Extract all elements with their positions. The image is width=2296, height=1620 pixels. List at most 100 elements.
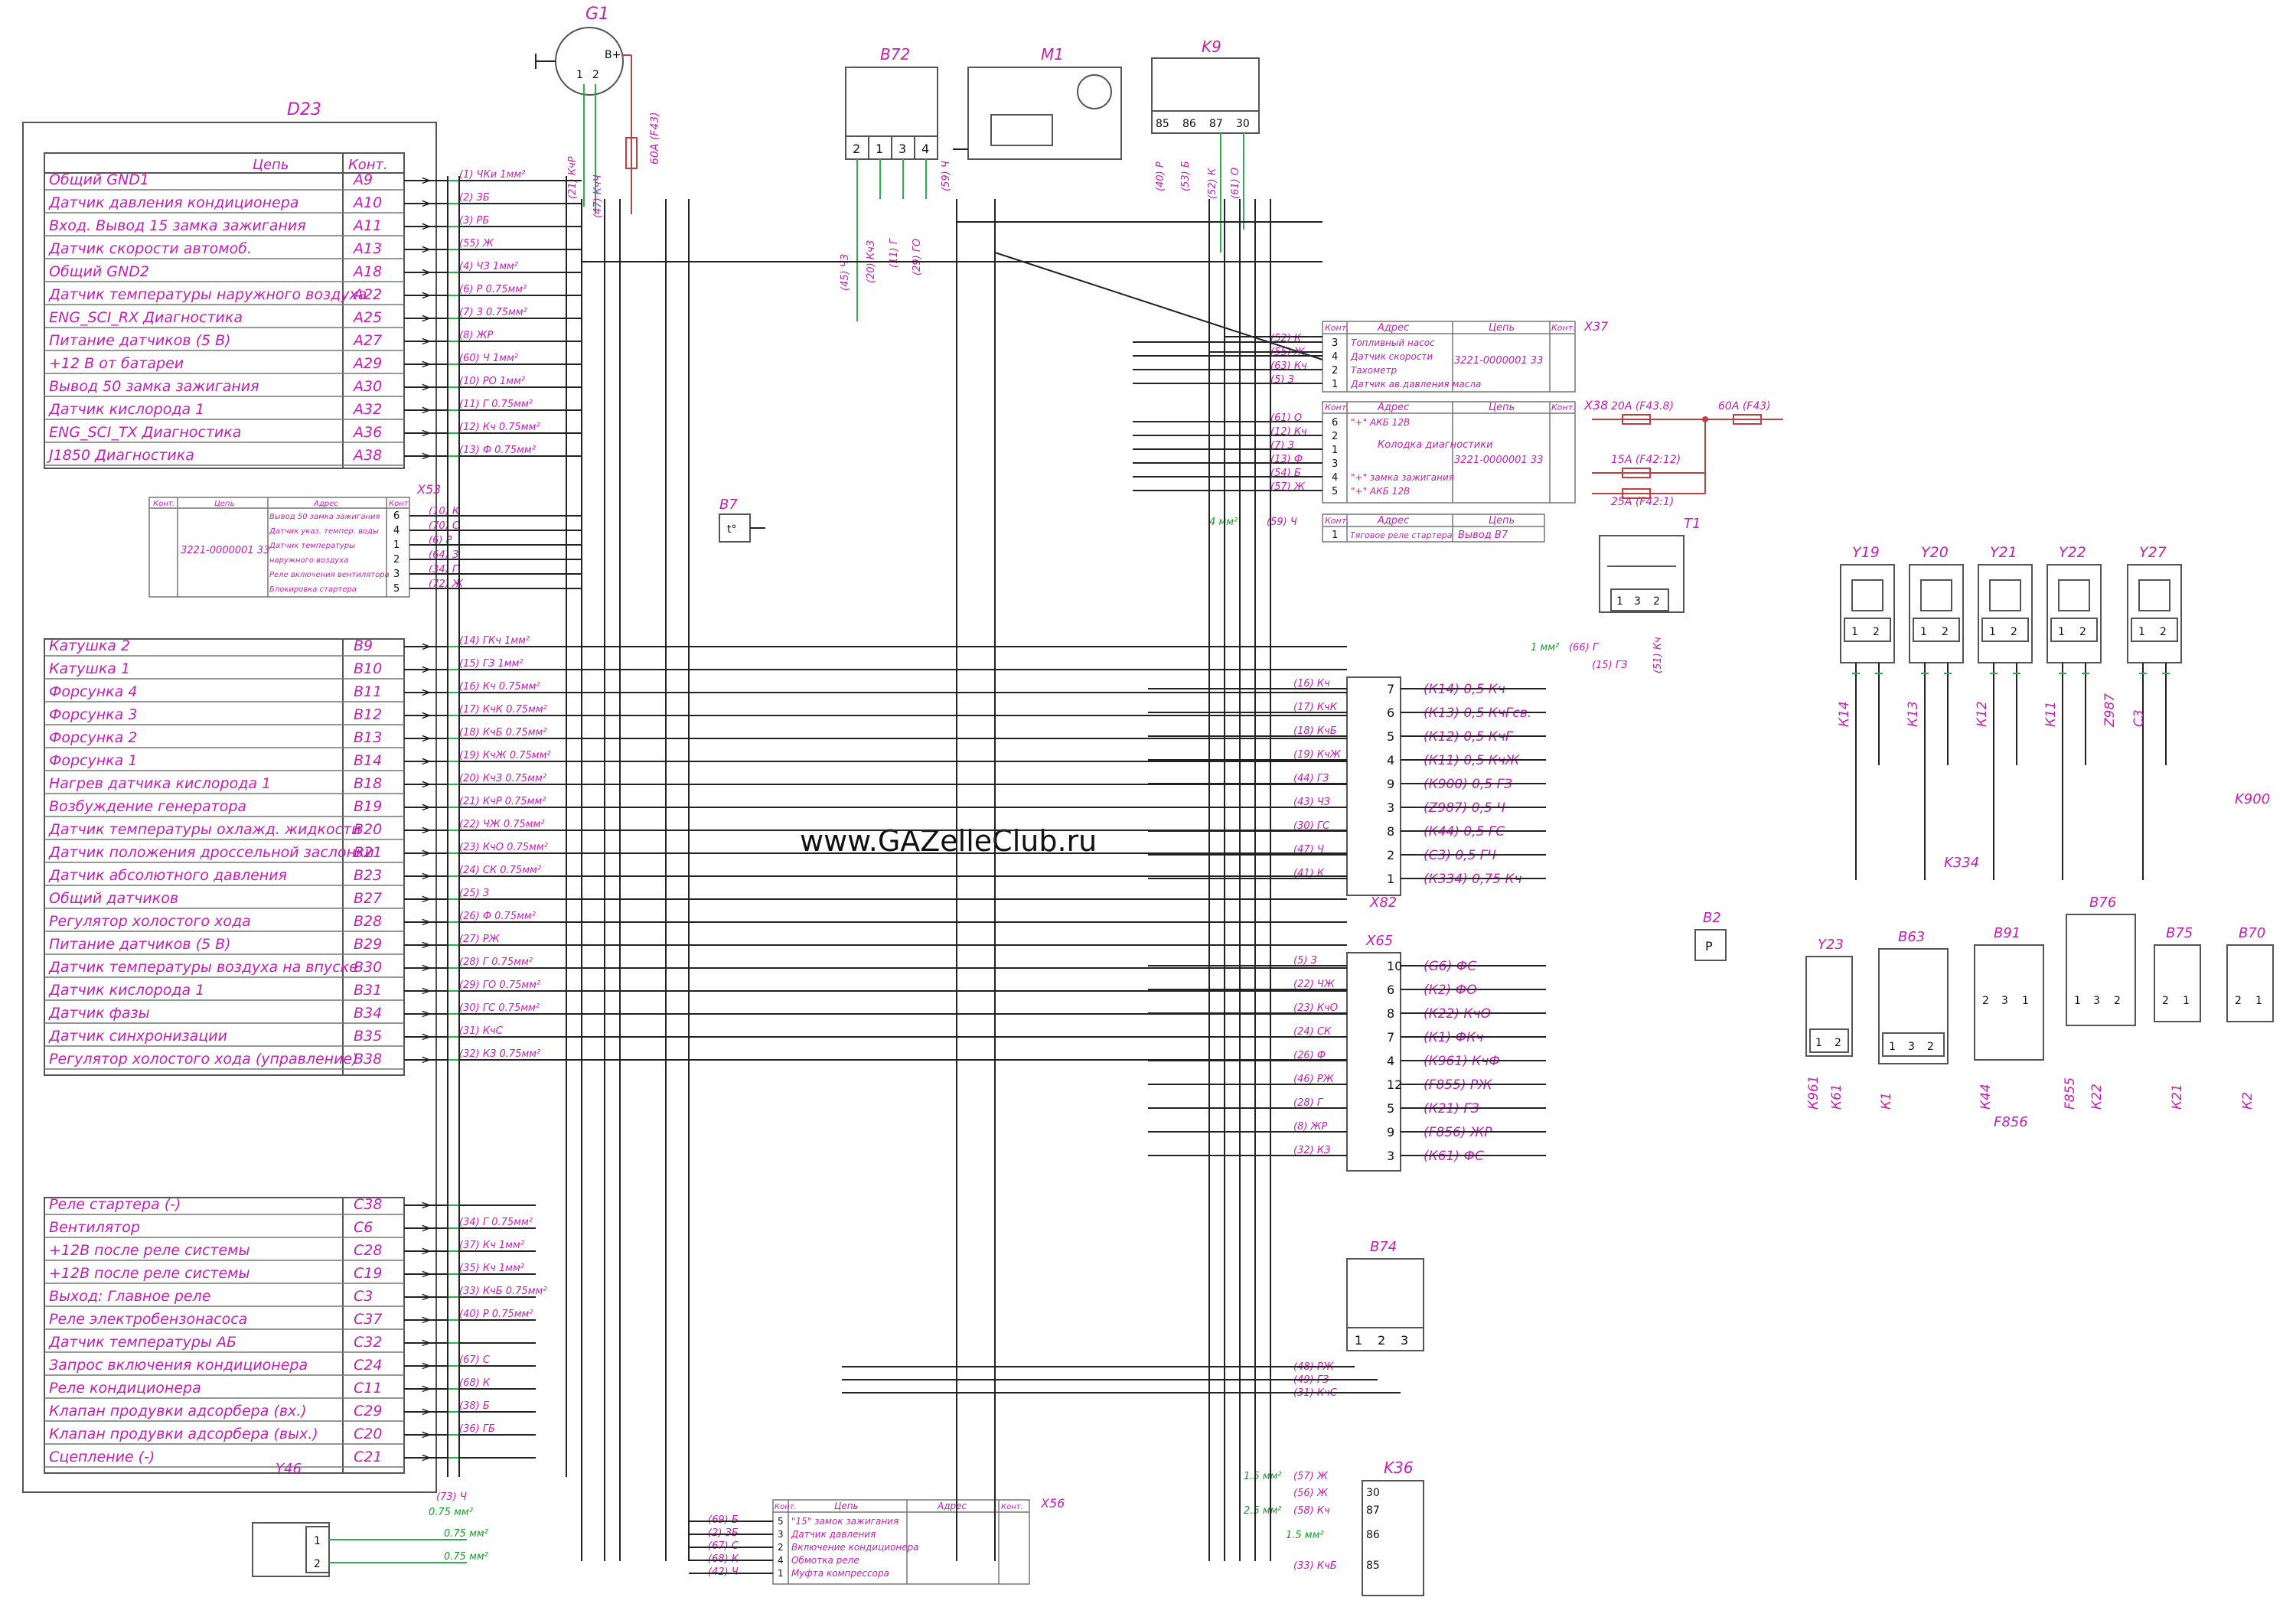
- svg-text:60А (F43): 60А (F43): [649, 112, 661, 165]
- svg-text:1: 1: [1332, 530, 1338, 541]
- svg-text:2: 2: [1378, 1333, 1385, 1348]
- svg-text:(61) О: (61) О: [1270, 412, 1302, 424]
- wire-label: (8) ЖР: [459, 330, 494, 341]
- ecu-pin: B19: [354, 798, 382, 815]
- svg-text:Цепь: Цепь: [1489, 515, 1515, 526]
- svg-text:Y23: Y23: [1818, 937, 1844, 953]
- ecu-pin: B30: [354, 959, 382, 976]
- svg-text:0.75 мм²: 0.75 мм²: [444, 1528, 488, 1540]
- generator-g1: G1 1 2 B+ 60А (F43) (21) КчР (47) КчЧ: [535, 5, 661, 218]
- pin-number: 4: [1387, 753, 1394, 768]
- ecu-circuit-name: Датчик абсолютного давления: [48, 867, 287, 884]
- svg-text:Цепь: Цепь: [1489, 322, 1515, 334]
- ecu-pin: B23: [354, 867, 382, 884]
- ecu-circuit-name: Сцепление (-): [49, 1449, 155, 1465]
- ecu-pin: A29: [352, 355, 382, 372]
- ecu-pin: A38: [352, 447, 382, 464]
- coil-t1: T1 1 3 2 (66) Г (15) ГЗ (51) Кч 1 мм²: [1531, 516, 1701, 673]
- ecu-pin: B29: [354, 936, 382, 953]
- pin-number: 9: [1387, 777, 1394, 791]
- svg-text:2: 2: [1835, 1037, 1841, 1049]
- ecu-groupA-table: [44, 152, 405, 469]
- sensor-b70: B70 2 1: [2226, 925, 2274, 1022]
- svg-text:1: 1: [1616, 595, 1623, 608]
- wire-label: (32) КЗ 0.75мм²: [459, 1048, 540, 1060]
- svg-text:Адрес: Адрес: [313, 500, 338, 508]
- sensor-b2: B2 P: [1694, 910, 1727, 961]
- ecu-circuit-name: Датчик температуры охлажд. жидкости: [48, 821, 361, 838]
- svg-text:Датчик ав.давления масла: Датчик ав.давления масла: [1350, 379, 1481, 390]
- ecu-pin: B9: [354, 637, 373, 654]
- x53-id: X53: [416, 482, 441, 497]
- svg-text:(2) ЗБ: (2) ЗБ: [708, 1527, 739, 1539]
- svg-text:(34) Г: (34) Г: [429, 564, 459, 575]
- ecu-circuit-name: Катушка 2: [49, 637, 130, 654]
- wire-label: (68) К: [459, 1377, 491, 1389]
- ecu-circuit-name: Датчик положения дроссельной заслонки: [48, 844, 374, 861]
- svg-text:Блокировка стартера: Блокировка стартера: [269, 585, 357, 594]
- svg-text:(21) КчР: (21) КчР: [567, 156, 579, 199]
- svg-text:1: 1: [1920, 626, 1927, 638]
- ecu-circuit-name: Вентилятор: [49, 1219, 140, 1236]
- svg-text:K36: K36: [1384, 1459, 1414, 1477]
- svg-text:1.5 мм²: 1.5 мм²: [1286, 1530, 1324, 1541]
- ecu-pin: A36: [352, 424, 382, 441]
- svg-text:Конт.: Конт.: [389, 500, 411, 508]
- ecu-id: D23: [287, 100, 321, 119]
- svg-text:(64) З: (64) З: [429, 549, 458, 561]
- ecu-circuit-name: Общий GND2: [49, 263, 149, 280]
- svg-text:(13) Ф: (13) Ф: [1270, 454, 1303, 465]
- pump-m1: M1 (59) Ч: [941, 45, 1122, 191]
- sensor-b7: B7 t°: [719, 497, 765, 543]
- svg-text:К14: К14: [1837, 701, 1852, 727]
- svg-text:2: 2: [592, 69, 599, 81]
- svg-text:3: 3: [2093, 995, 2100, 1007]
- ecu-pin: A22: [352, 286, 382, 303]
- ecu-pin: B31: [354, 982, 382, 999]
- wire-label: (37) Кч 1мм²: [459, 1240, 524, 1251]
- connector-x38: X38 Конт. Адрес Цепь Конт. 3221-0000001 …: [1133, 398, 1608, 504]
- svg-text:(42) Ч: (42) Ч: [708, 1566, 739, 1578]
- ecu-pin: C11: [354, 1380, 382, 1397]
- svg-text:К21: К21: [2170, 1084, 2185, 1110]
- f856-label: F856: [1994, 1114, 2028, 1130]
- injector-body: [1978, 564, 2033, 663]
- wire-label: (30) ГС 0.75мм²: [459, 1002, 540, 1014]
- ecu-pin: A13: [352, 240, 382, 257]
- svg-text:Реле включения вентилятора: Реле включения вентилятора: [269, 571, 390, 579]
- ecu-pin: C6: [354, 1219, 373, 1236]
- svg-text:G1: G1: [585, 5, 609, 24]
- pin-number: 8: [1387, 824, 1394, 839]
- pin-number: 9: [1387, 1125, 1394, 1139]
- svg-text:Обмотка реле: Обмотка реле: [791, 1555, 859, 1566]
- svg-text:3: 3: [1332, 458, 1338, 470]
- svg-text:2: 2: [393, 554, 400, 566]
- svg-text:К11: К11: [2043, 701, 2059, 727]
- svg-text:(69) Б: (69) Б: [708, 1514, 739, 1526]
- svg-text:К44: К44: [1978, 1084, 1994, 1110]
- svg-text:"+" АКБ 12В: "+" АКБ 12В: [1351, 417, 1410, 428]
- connector-starter: Конт. Адрес Цепь 1 Тяговое реле стартера…: [1209, 513, 1545, 543]
- svg-text:(70) С: (70) С: [429, 520, 460, 532]
- svg-text:Вывод В7: Вывод В7: [1458, 530, 1508, 541]
- svg-text:Адрес: Адрес: [1377, 322, 1409, 334]
- svg-text:F855: F855: [2063, 1077, 2078, 1110]
- svg-text:(33) КчБ: (33) КчБ: [1293, 1560, 1337, 1572]
- svg-text:Y46: Y46: [276, 1461, 302, 1477]
- ecu-pin: B28: [354, 913, 382, 930]
- pin-number: 7: [1387, 682, 1394, 696]
- svg-text:3: 3: [2001, 995, 2008, 1007]
- wire-label: (34) Г 0.75мм²: [459, 1217, 533, 1228]
- injector-body: [2047, 564, 2102, 663]
- svg-text:(72) Ж: (72) Ж: [429, 579, 464, 590]
- ecu-pin: B38: [354, 1051, 382, 1068]
- svg-text:С3: С3: [2131, 709, 2147, 727]
- svg-text:B7: B7: [719, 497, 738, 513]
- pin-number: 12: [1387, 1077, 1402, 1092]
- pin-number: 6: [1387, 983, 1394, 997]
- svg-text:30: 30: [1366, 1487, 1380, 1499]
- svg-text:Топливный насос: Топливный насос: [1351, 337, 1435, 348]
- svg-text:1: 1: [876, 142, 883, 156]
